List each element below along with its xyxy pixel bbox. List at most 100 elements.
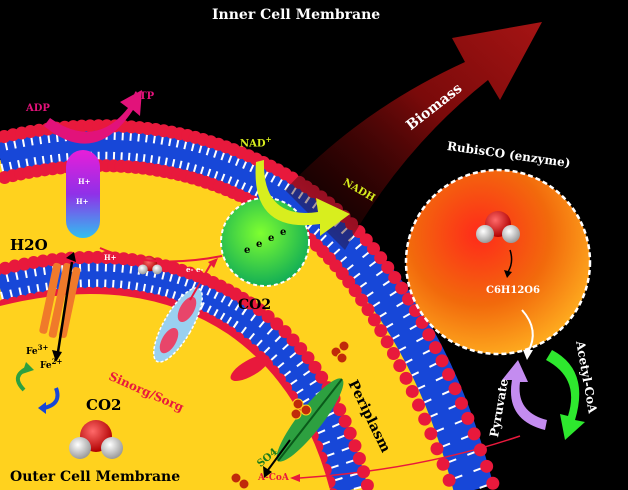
h-plus-label: H+ xyxy=(104,253,117,262)
lipid-head xyxy=(348,284,362,298)
lipid-head xyxy=(430,442,444,456)
lipid-head xyxy=(380,335,394,349)
lipid-head xyxy=(352,452,366,466)
nad-label: NAD+ xyxy=(240,136,271,149)
water-molecule-icon xyxy=(476,211,520,243)
lipid-head xyxy=(435,354,449,368)
carrier-electron-label: e xyxy=(280,227,287,238)
water-molecule-icon xyxy=(69,420,123,459)
acoa-label: A-CoA xyxy=(258,473,289,483)
lipid-head xyxy=(367,242,381,256)
lipid-head xyxy=(461,411,475,425)
nad-arrow xyxy=(255,160,350,236)
lipid-head xyxy=(448,382,462,396)
glucose-label: C6H12O6 xyxy=(486,285,540,296)
lipid-head xyxy=(270,317,284,331)
lipid-head xyxy=(360,478,374,490)
carrier-electron-label: e xyxy=(268,233,275,244)
lipid-head xyxy=(486,476,500,490)
fe2-label-base: Fe xyxy=(40,361,52,371)
lipid-head xyxy=(261,309,275,323)
electron-flow-path xyxy=(99,247,223,263)
lipid-head xyxy=(374,324,388,338)
lipid-head xyxy=(361,303,375,317)
lipid-head xyxy=(395,281,409,295)
h2o-label: H2O xyxy=(10,236,48,254)
iron-channel-icon xyxy=(39,262,81,338)
carrier-electron-label: e xyxy=(244,245,251,256)
lipid-head xyxy=(393,359,407,373)
electron-label: e- xyxy=(186,265,194,274)
lipid-head xyxy=(278,325,292,339)
lipid-head xyxy=(343,426,357,440)
lipid-head xyxy=(252,303,266,317)
adp-atp-arrow xyxy=(44,90,142,144)
h-plus-label: H+ xyxy=(78,177,91,186)
outer-membrane-label: Outer Cell Membrane xyxy=(10,469,181,485)
fe3-label: Fe3+ xyxy=(26,344,48,357)
lipid-head xyxy=(402,292,416,306)
carrier-electron-label: e xyxy=(256,239,263,250)
biomass-arrow xyxy=(285,22,542,250)
lipid-head xyxy=(359,233,373,247)
lipid-head xyxy=(405,384,419,398)
sulfur-transporter-icon xyxy=(153,287,203,363)
lipid-head xyxy=(315,370,329,384)
inner-membrane-label: Inner Cell Membrane xyxy=(212,7,381,23)
electron-label: e- xyxy=(196,265,204,274)
acetyl-coa-arrow xyxy=(546,350,585,440)
nad-label-base: NAD xyxy=(240,138,266,150)
adp-label: ADP xyxy=(26,103,50,114)
lipid-head xyxy=(294,342,308,356)
fe2-label-sup: 2+ xyxy=(51,357,63,366)
glucose-to-pyruvate-arrow xyxy=(521,309,534,353)
atp-label: ATP xyxy=(132,91,155,102)
lipid-head xyxy=(424,427,438,441)
lipid-head xyxy=(418,412,432,426)
sulfate-transporter-icon xyxy=(276,378,344,462)
lipid-head xyxy=(428,341,442,355)
co2-outer-label: CO2 xyxy=(86,396,122,414)
co2-inner-label: CO2 xyxy=(238,297,272,313)
lipid-head xyxy=(399,371,413,385)
lipid-head xyxy=(308,360,322,374)
fe-cycle-arrow-blue xyxy=(43,387,60,410)
iron-arrow xyxy=(56,261,74,353)
sulfate-arrow xyxy=(267,439,291,471)
co2-marker xyxy=(230,355,270,381)
lipid-head xyxy=(422,328,436,342)
lipid-head xyxy=(301,351,315,365)
sulfur-cluster-icon xyxy=(230,340,350,490)
lipid-head xyxy=(348,439,362,453)
lipid-head xyxy=(442,473,456,487)
rubisco-sphere xyxy=(404,168,592,356)
lipid-head xyxy=(338,414,352,428)
nad-label-sup: + xyxy=(265,135,272,144)
h-plus-label: H+ xyxy=(76,197,89,206)
lipid-head xyxy=(412,398,426,412)
electron-carrier-icon xyxy=(220,197,310,287)
lipid-head xyxy=(467,427,481,441)
lipid-head xyxy=(333,403,347,417)
inner-membrane-band xyxy=(0,125,494,490)
lipid-head xyxy=(388,271,402,285)
pyruvate-arrow xyxy=(502,360,547,430)
lipid-head xyxy=(480,459,494,473)
lipid-head xyxy=(381,260,395,274)
fe3-label-sup: 3+ xyxy=(37,343,49,352)
acoa-flow-line xyxy=(299,435,521,479)
lipid-head xyxy=(355,293,369,307)
lipid-head xyxy=(386,347,400,361)
fe3-label-base: Fe xyxy=(26,347,38,357)
lipid-head xyxy=(442,368,456,382)
sulfur-arrow xyxy=(189,261,213,301)
lipid-head xyxy=(374,251,388,265)
lipid-head xyxy=(367,313,381,327)
fe2-label: Fe2+ xyxy=(40,358,62,371)
atp-synthase-icon xyxy=(66,150,100,238)
water-to-glucose-arrow xyxy=(507,249,513,273)
lipid-head xyxy=(286,333,300,347)
lipid-head xyxy=(243,296,257,310)
